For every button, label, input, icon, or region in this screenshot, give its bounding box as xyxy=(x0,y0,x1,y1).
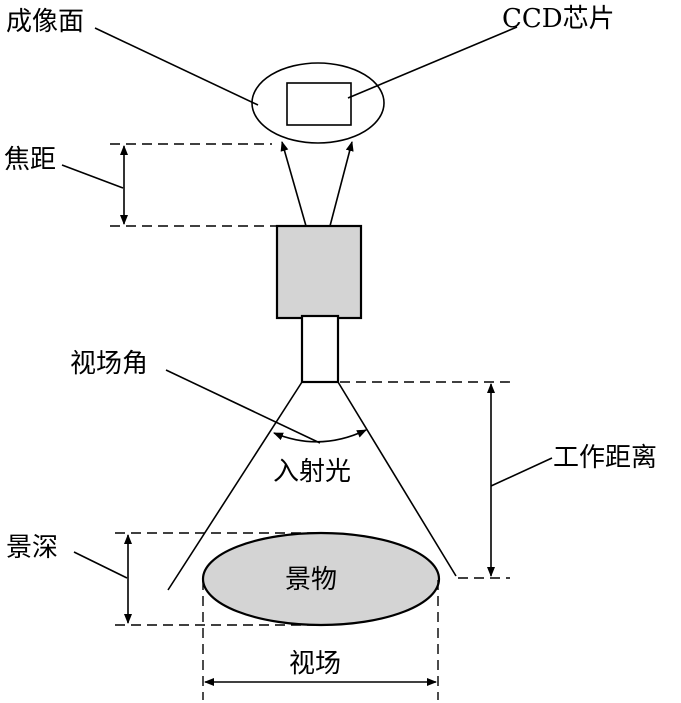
ccd-chip-leader xyxy=(347,26,518,99)
label-field-angle: 视场角 xyxy=(70,349,148,379)
label-field-of-view: 视场 xyxy=(289,649,341,679)
ccd-chip-rect xyxy=(286,82,352,126)
cone-right-edge xyxy=(337,381,457,577)
field-angle-leader xyxy=(165,369,321,444)
label-object: 景物 xyxy=(285,565,337,595)
label-focal-length: 焦距 xyxy=(4,145,56,175)
object-ellipse xyxy=(201,531,441,627)
camera-lens xyxy=(300,314,340,384)
ray-left xyxy=(280,141,307,227)
ray-right xyxy=(329,141,354,227)
label-image-plane: 成像面 xyxy=(6,7,84,37)
camera-body xyxy=(275,224,363,320)
working-distance-leader xyxy=(490,457,553,487)
cone-left-edge xyxy=(167,381,303,591)
label-ccd-chip: CCD芯片 xyxy=(502,4,615,34)
label-working-distance: 工作距离 xyxy=(553,443,657,473)
depth-of-field-leader xyxy=(73,551,128,579)
field-angle-arc xyxy=(273,429,367,443)
label-depth-of-field: 景深 xyxy=(6,533,58,563)
image-plane-ellipse xyxy=(251,62,385,144)
focal-length-leader xyxy=(61,164,124,189)
image-plane-leader xyxy=(94,27,259,106)
label-incident-light: 入射光 xyxy=(273,457,351,487)
